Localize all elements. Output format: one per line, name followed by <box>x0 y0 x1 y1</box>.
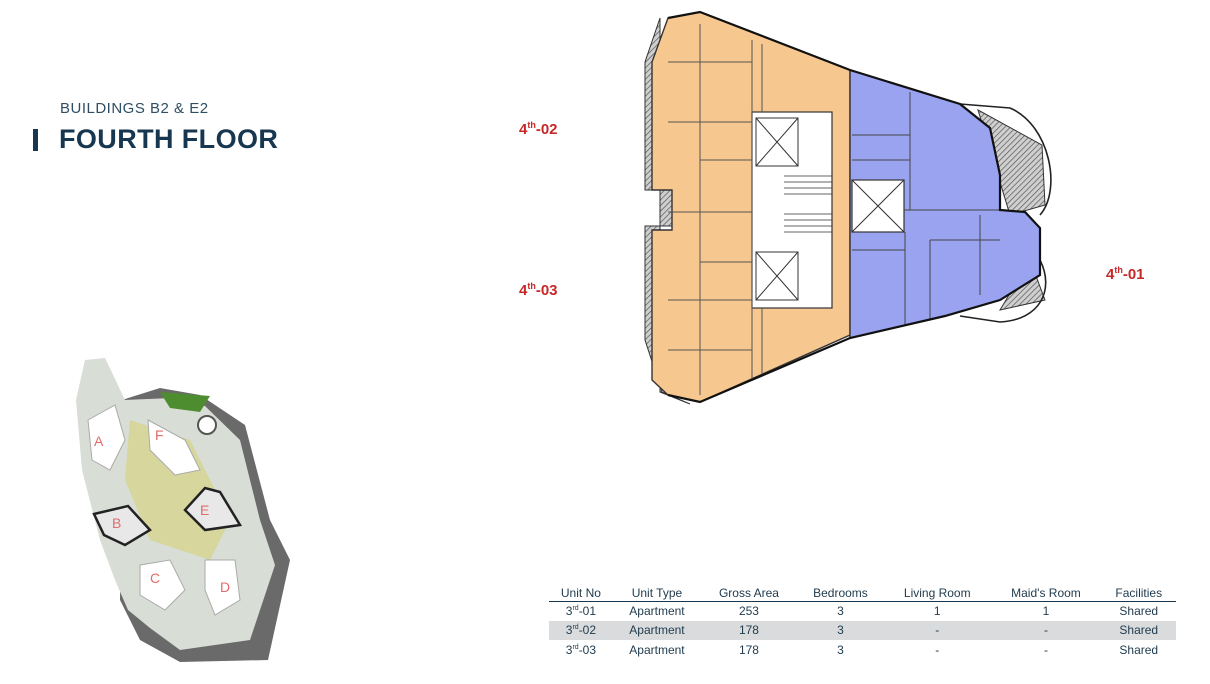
unit-label-4th-02: 4th-02 <box>519 120 558 138</box>
building-e-shape <box>183 486 243 532</box>
south-east-balcony-curve <box>959 259 1047 323</box>
cell-bedrooms: 3 <box>796 620 885 640</box>
unit-label-4th-01: 4th-01 <box>1106 265 1145 283</box>
cell-unit-no: 3rd-02 <box>549 620 613 640</box>
col-gross-area: Gross Area <box>701 585 797 602</box>
cell-living-room: - <box>935 642 940 657</box>
building-label-f: F <box>155 427 164 443</box>
col-unit-type: Unit Type <box>612 585 702 602</box>
table-row: 3rd-03 Apartment 178 3 - - Shared <box>549 640 1176 660</box>
building-b-shape <box>92 504 152 547</box>
col-unit-no: Unit No <box>549 585 613 602</box>
cell-gross-area: 253 <box>738 604 759 618</box>
cell-unit-no: 3rd-03 <box>565 642 597 657</box>
title-accent-bar <box>33 129 38 151</box>
table-header-row: Unit No Unit Type Gross Area Bedrooms Li… <box>549 585 1176 602</box>
building-subtitle: BUILDINGS B2 & E2 <box>60 100 209 117</box>
building-letters: A F B E C D <box>94 427 230 595</box>
table-row: 3rd-02 Apartment 178 3 - - Shared <box>549 620 1176 640</box>
stairs <box>784 175 832 233</box>
east-balcony-curve <box>959 103 1052 216</box>
cell-bedrooms: 3 <box>837 642 844 657</box>
table-row: 3rd-01 Apartment 253 3 1 1 Shared <box>549 601 1176 621</box>
building-d-shape <box>204 559 241 616</box>
cell-facilities: Shared <box>1119 604 1159 618</box>
blue-partitions <box>852 92 1000 325</box>
unit-label-4th-03: 4th-03 <box>519 281 558 299</box>
lift-south-cross <box>755 251 799 301</box>
cell-unit-no: 3rd-01 <box>565 604 597 618</box>
cell-maids-room: - <box>990 620 1102 640</box>
site-green-patch <box>160 392 210 412</box>
cell-living-room: 1 <box>933 604 941 618</box>
cell-maids-room: 1 <box>1042 604 1050 618</box>
page-title: FOURTH FLOOR <box>59 124 279 154</box>
cell-bedrooms: 3 <box>837 604 844 618</box>
cell-gross-area: 178 <box>738 642 759 657</box>
cell-unit-type: Apartment <box>629 604 685 618</box>
col-facilities: Facilities <box>1101 585 1176 602</box>
building-label-e: E <box>200 502 209 518</box>
building-label-d: D <box>220 579 230 595</box>
cell-facilities: Shared <box>1119 642 1159 657</box>
site-roundabout <box>197 415 217 435</box>
cell-unit-type: Apartment <box>612 620 702 640</box>
building-label-c: C <box>150 570 160 586</box>
col-bedrooms: Bedrooms <box>796 585 885 602</box>
building-f-shape <box>147 419 201 476</box>
lift-north-cross <box>755 117 799 167</box>
orange-partitions <box>668 24 763 395</box>
cell-unit-type: Apartment <box>629 642 685 657</box>
building-c-shape <box>139 559 186 611</box>
shaft-east-cross <box>851 179 905 233</box>
col-maids-room: Maid's Room <box>990 585 1102 602</box>
cell-facilities: Shared <box>1101 620 1176 640</box>
outer-wall <box>667 10 1042 404</box>
cell-gross-area: 178 <box>701 620 797 640</box>
building-label-b: B <box>112 515 121 531</box>
units-table: Unit No Unit Type Gross Area Bedrooms Li… <box>549 585 1176 660</box>
cell-maids-room: - <box>1043 642 1048 657</box>
building-label-a: A <box>94 433 104 449</box>
col-living-room: Living Room <box>884 585 991 602</box>
building-a-shape <box>87 404 126 471</box>
cell-living-room: - <box>884 620 991 640</box>
